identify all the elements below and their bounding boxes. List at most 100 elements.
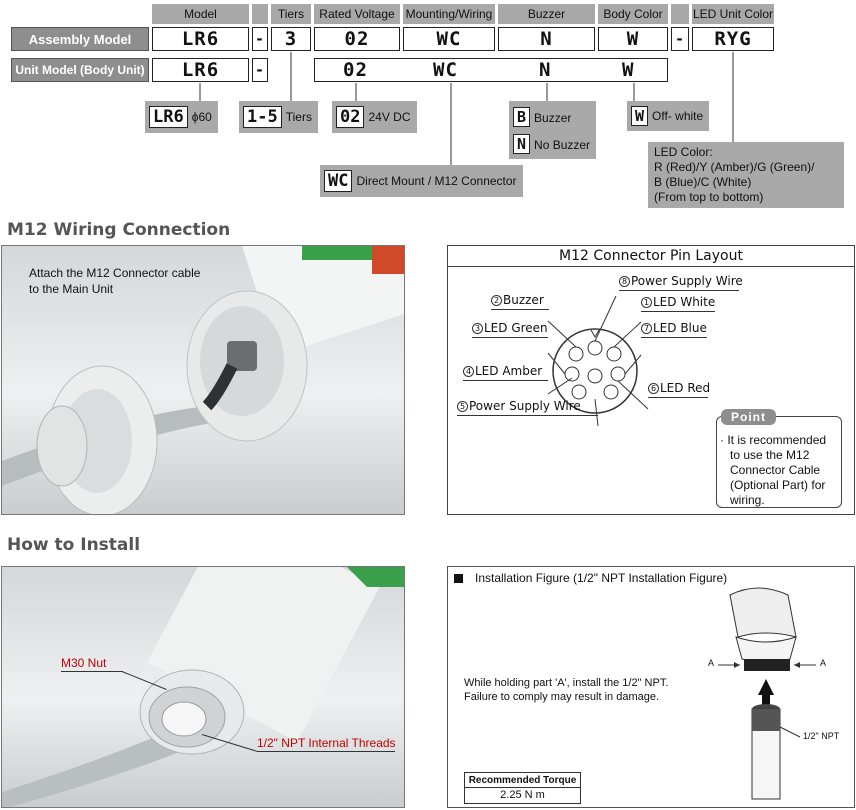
pin-text: LED Amber: [475, 364, 543, 378]
voltage-code: 02: [336, 106, 365, 128]
assembly-cell-voltage: 02: [314, 27, 400, 51]
unit-cell-dash: -: [252, 58, 268, 82]
label-npt-threads: 1/2" NPT Internal Threads: [257, 736, 396, 750]
connector-line: [633, 83, 635, 101]
assembly-cell-body-color: W: [598, 27, 668, 51]
point-line: · It is recommended: [720, 433, 827, 447]
assembly-cell-dash: -: [252, 27, 268, 51]
pin-number: 6: [648, 383, 659, 394]
connector-line: [355, 83, 357, 101]
pin-number: 1: [641, 297, 652, 308]
wiring-caption-line: to the Main Unit: [29, 282, 114, 296]
torque-value: 2.25 N m: [500, 789, 545, 801]
option-voltage: 02 24V DC: [332, 101, 417, 133]
header-body-color: Body Color: [598, 4, 668, 24]
pin-underline: [472, 337, 548, 338]
header-tiers: Tiers: [271, 4, 311, 24]
pin-number: 8: [619, 276, 630, 287]
connector-line: [450, 83, 452, 165]
header-model: Model: [152, 4, 249, 24]
tiers-code: 1-5: [243, 106, 282, 128]
label-npt: 1/2" NPT: [803, 731, 840, 741]
point-line: to use the M12: [730, 448, 810, 462]
pin-number: 3: [472, 323, 483, 334]
pin-layout-title: M12 Connector Pin Layout: [448, 246, 854, 267]
pin-underline: [619, 290, 739, 291]
pin-text: LED Red: [660, 381, 711, 395]
pin-number: 7: [641, 323, 652, 334]
section-title-install: How to Install: [7, 535, 141, 555]
unit-cell-group: 02 WC N W: [314, 58, 668, 82]
pin-underline: [641, 337, 707, 338]
model-desc: ϕ60: [191, 110, 212, 124]
unit-cell-model: LR6: [152, 58, 249, 82]
pin-text: LED White: [653, 295, 716, 309]
square-bullet-icon: [454, 574, 463, 583]
connector-line: [290, 52, 292, 101]
pin-underline: [648, 397, 708, 398]
pin-underline: [491, 309, 549, 310]
buzzer-code-n: N: [513, 133, 531, 154]
leader-line: [61, 671, 123, 672]
instruction-line: While holding part 'A', install the 1/2"…: [464, 677, 669, 689]
torque-box: Recommended Torque 2.25 N m: [464, 772, 581, 804]
header-mounting-wiring: Mounting/Wiring: [403, 4, 495, 24]
option-led-color: LED Color: R (Red)/Y (Amber)/G (Green)/ …: [648, 142, 844, 208]
tiers-desc: Tiers: [285, 110, 312, 124]
pin-text: LED Green: [484, 321, 548, 335]
pin-number: 5: [457, 401, 468, 412]
pin-text: Power Supply Wire: [631, 274, 743, 288]
assembly-model-label: Assembly Model: [11, 27, 149, 51]
header-spacer: [252, 4, 268, 24]
installation-figure-drawing: [718, 587, 816, 800]
led-color-line: B (Blue)/C (White): [654, 175, 752, 189]
unit-cell-buzzer: N: [539, 59, 552, 81]
wiring-caption-line: Attach the M12 Connector cable: [29, 266, 201, 280]
point-line: Connector Cable: [730, 463, 821, 477]
unit-model-label: Unit Model (Body Unit): [11, 58, 149, 82]
model-code: LR6: [149, 106, 188, 128]
install-figure-panel: Installation Figure (1/2" NPT Installati…: [447, 566, 855, 808]
point-line: (Optional Part) for: [730, 478, 826, 492]
buzzer-desc-b: Buzzer: [534, 110, 572, 125]
buzzer-desc-n: No Buzzer: [534, 137, 591, 152]
option-mounting: WC Direct Mount / M12 Connector: [320, 165, 523, 197]
assembly-cell-buzzer: N: [498, 27, 595, 51]
leader-line: [257, 751, 395, 752]
assembly-cell-model: LR6: [152, 27, 249, 51]
assembly-cell-led-color: RYG: [692, 27, 774, 51]
instruction-line: Failure to comply may result in damage.: [464, 691, 660, 703]
pin-underline: [457, 415, 598, 416]
unit-cell-voltage: 02: [343, 59, 368, 81]
pin-number: 4: [463, 366, 474, 377]
led-color-title: LED Color:: [654, 145, 713, 159]
assembly-cell-dash-2: -: [671, 27, 689, 51]
mounting-desc: Direct Mount / M12 Connector: [356, 174, 517, 188]
pin-text: Buzzer: [503, 293, 544, 307]
led-color-line: R (Red)/Y (Amber)/G (Green)/: [654, 160, 815, 174]
point-line: wiring.: [730, 493, 765, 507]
voltage-desc: 24V DC: [368, 110, 411, 124]
option-tiers: 1-5 Tiers: [239, 101, 318, 133]
option-model: LR6 ϕ60: [145, 101, 218, 133]
buzzer-code-b: B: [513, 106, 531, 127]
header-rated-voltage: Rated Voltage: [314, 4, 400, 24]
point-tag: Point: [721, 409, 776, 425]
pin-underline: [641, 311, 715, 312]
assembly-cell-tiers: 3: [271, 27, 311, 51]
mounting-code: WC: [324, 170, 353, 192]
unit-cell-mounting: WC: [433, 59, 458, 81]
connector-line: [199, 83, 201, 101]
install-instruction: While holding part 'A', install the 1/2"…: [464, 676, 668, 704]
install-photo: M30 Nut 1/2" NPT Internal Threads: [1, 566, 405, 808]
connector-line: [546, 83, 548, 101]
pin-underline: [463, 380, 548, 381]
pin-number: 2: [491, 295, 502, 306]
m12-connector-icon: [547, 295, 649, 427]
